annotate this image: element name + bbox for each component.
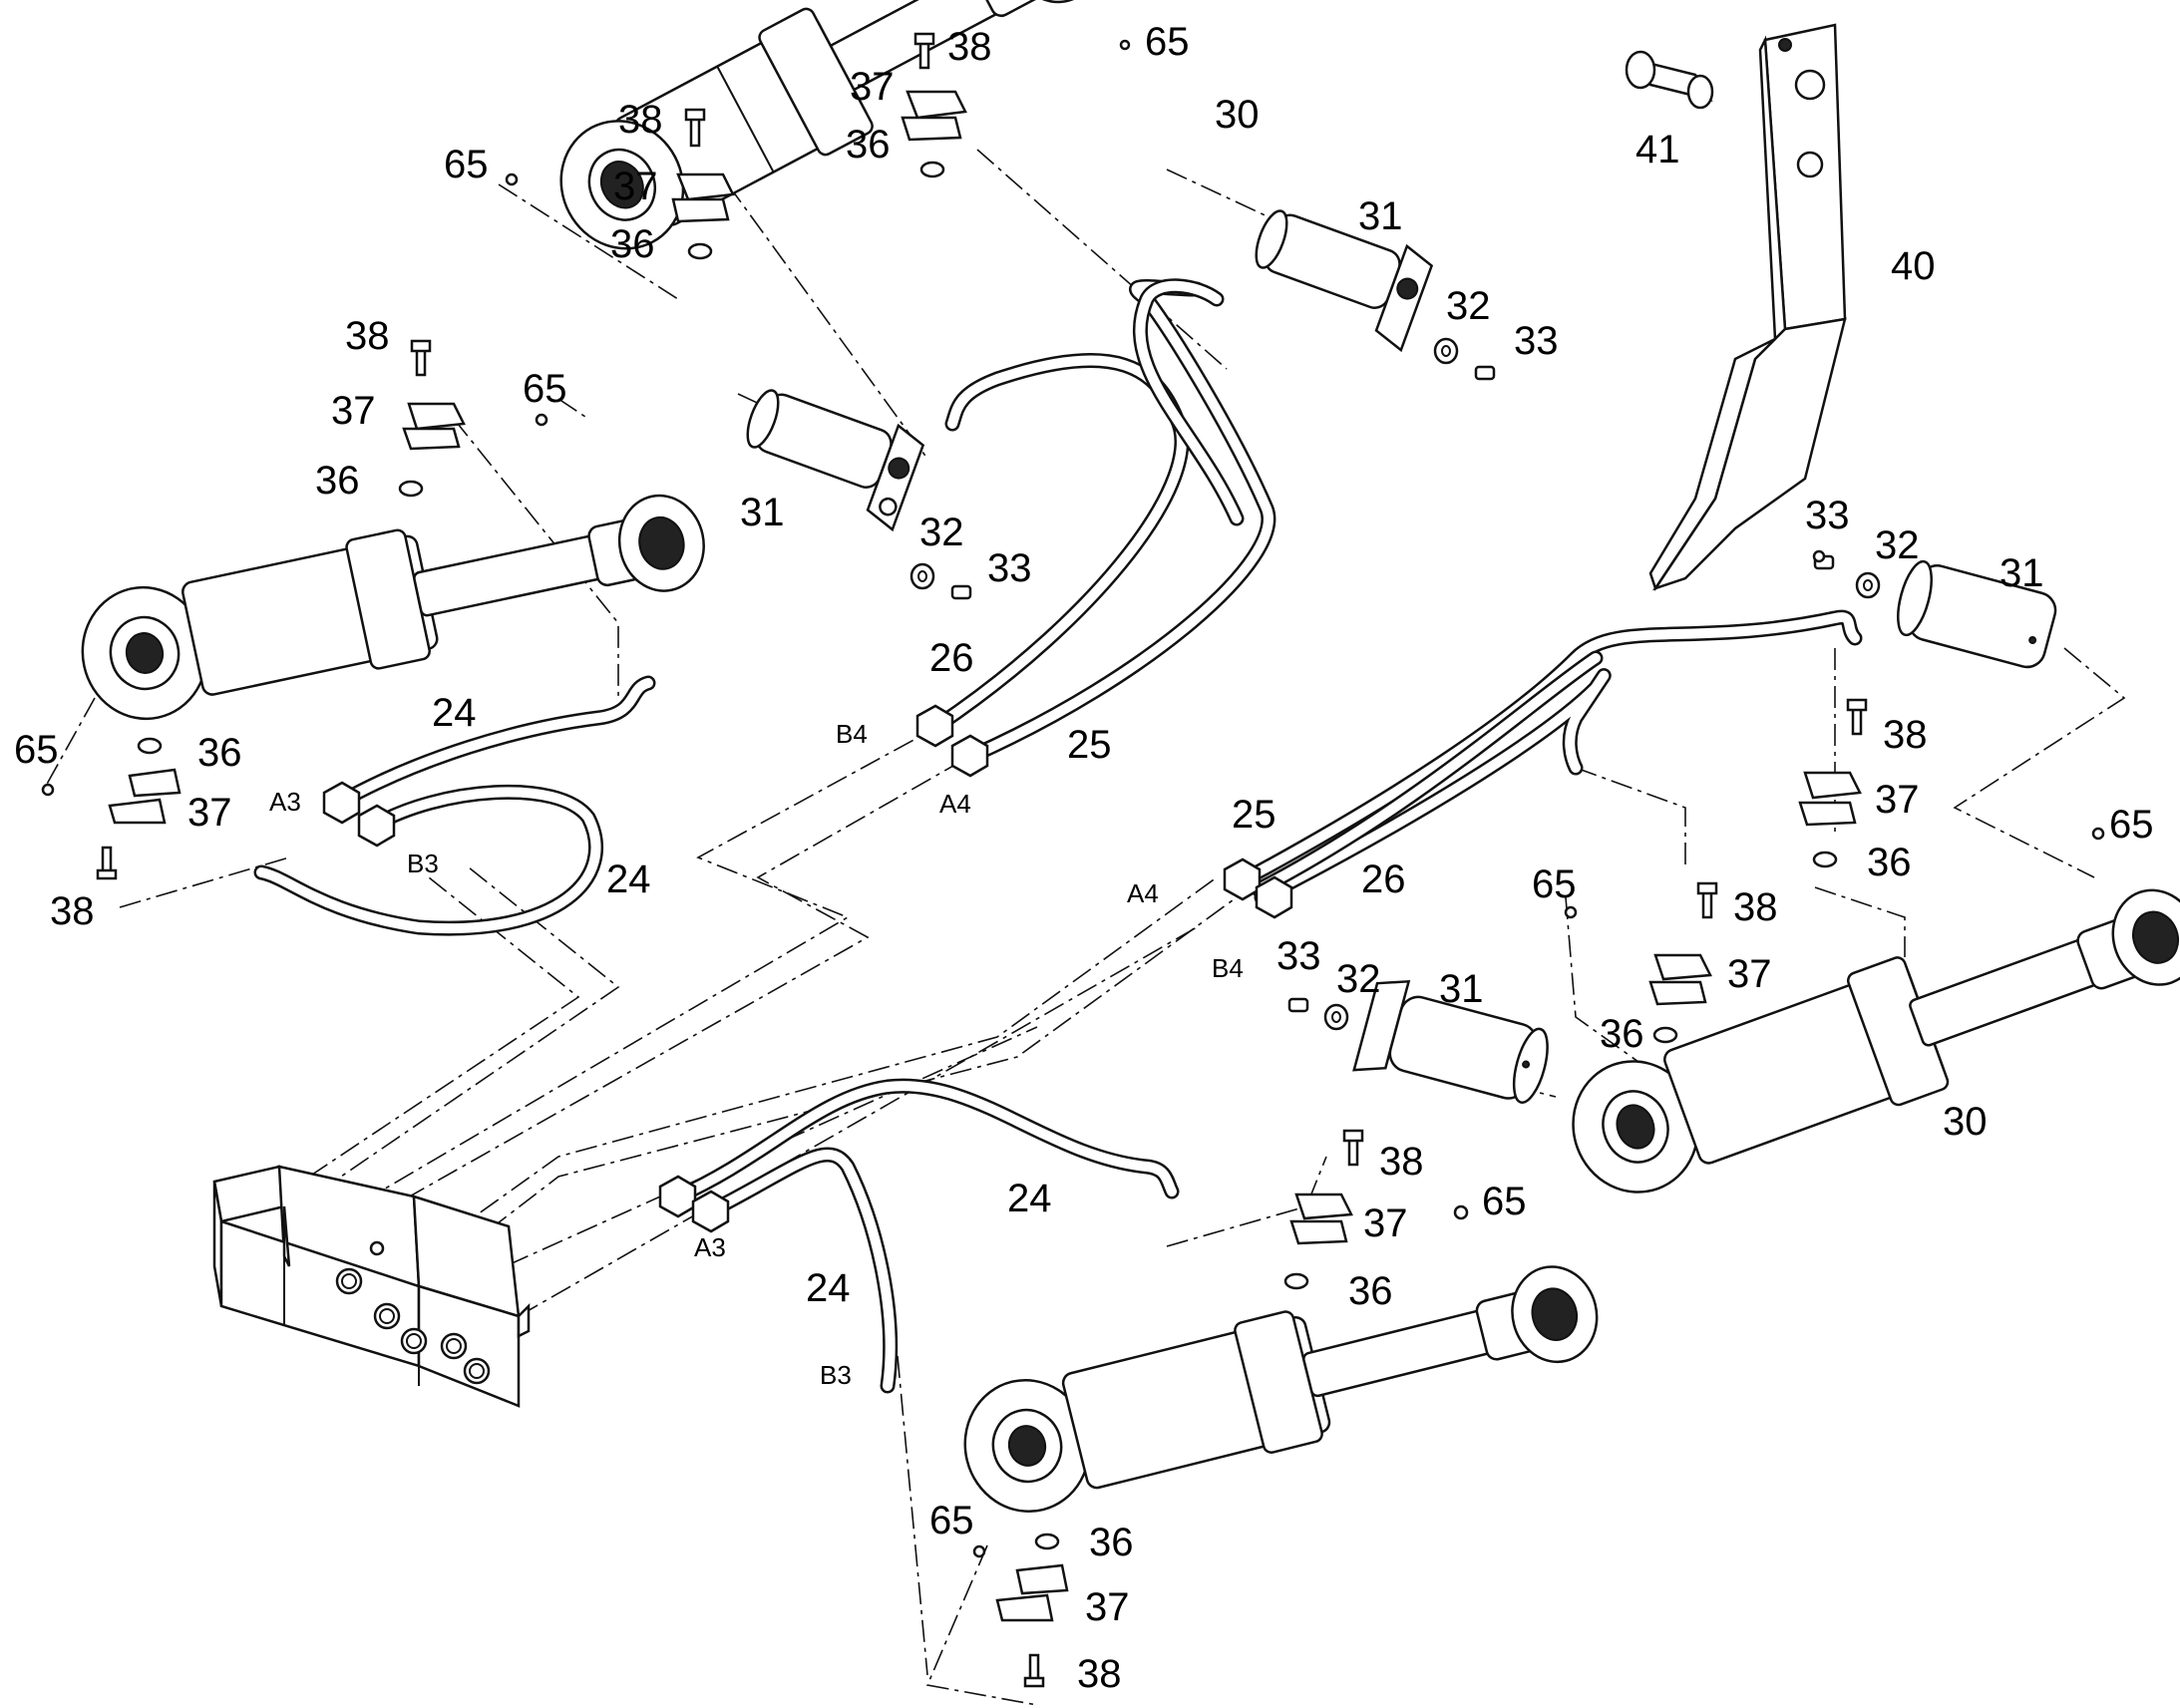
callout: 38 — [345, 314, 390, 358]
callout: 36 — [315, 459, 360, 503]
callout: 37 — [1363, 1201, 1408, 1245]
callout: 65 — [929, 1499, 974, 1542]
callout: 26 — [1361, 857, 1406, 901]
callout: 36 — [1867, 841, 1912, 884]
clamp-hardware — [41, 32, 2105, 1688]
callout: 26 — [929, 636, 974, 680]
callout: 38 — [1379, 1140, 1424, 1184]
callout: 37 — [331, 389, 376, 433]
callout: 31 — [740, 491, 785, 534]
callout: 37 — [850, 65, 895, 109]
callout: 32 — [1446, 284, 1491, 328]
control-valve-manifold — [212, 1165, 531, 1408]
callout: 37 — [1727, 952, 1772, 996]
callout: 65 — [1145, 20, 1190, 64]
callout: 37 — [1085, 1585, 1130, 1629]
callout: 36 — [610, 222, 655, 266]
callout: 38 — [50, 889, 95, 933]
callout: 38 — [1077, 1652, 1122, 1696]
pin-31-top-left — [746, 389, 925, 532]
port-label-b4: B4 — [1212, 953, 1244, 983]
callout: 31 — [1999, 551, 2044, 595]
callout: 36 — [1089, 1521, 1134, 1564]
callout: 36 — [197, 731, 242, 775]
callout: 24 — [806, 1266, 851, 1310]
ripper-shank-40 — [1648, 23, 1847, 591]
callout: 32 — [1875, 523, 1920, 567]
callout: 41 — [1635, 128, 1680, 171]
callout-labels: 38 37 36 65 30 38 65 37 36 31 32 33 41 4… — [14, 20, 2154, 1696]
callout: 38 — [1883, 713, 1928, 757]
callout: 36 — [1600, 1012, 1644, 1056]
callout: 30 — [1215, 93, 1260, 137]
callout: 36 — [846, 123, 891, 167]
pin-41 — [1625, 50, 1714, 110]
port-label-b4: B4 — [836, 719, 868, 749]
port-label-b3: B3 — [820, 1360, 852, 1390]
callout: 38 — [618, 98, 663, 142]
callout: 33 — [1805, 494, 1850, 537]
callout: 65 — [1532, 862, 1577, 906]
callout: 24 — [606, 857, 651, 901]
port-label-b3: B3 — [407, 849, 439, 878]
callout: 24 — [1007, 1177, 1052, 1220]
callout: 38 — [1733, 885, 1778, 929]
callout: 25 — [1067, 723, 1112, 767]
callout: 36 — [1348, 1269, 1393, 1313]
callout: 33 — [1514, 319, 1559, 363]
callout: 32 — [1336, 957, 1381, 1001]
callout: 65 — [444, 143, 489, 186]
callout: 37 — [613, 165, 658, 208]
callout: 30 — [1943, 1100, 1988, 1144]
callout: 40 — [1891, 244, 1936, 288]
callout: 33 — [1276, 934, 1321, 978]
port-label-a3: A3 — [694, 1232, 726, 1262]
hydraulic-hoses — [253, 278, 1863, 1394]
callout: 65 — [14, 728, 59, 772]
callout: 31 — [1439, 967, 1484, 1011]
callout: 37 — [1875, 778, 1920, 822]
callout: 33 — [987, 546, 1032, 590]
port-labels: B4 A4 A3 B3 A4 B4 A3 B3 — [269, 719, 1244, 1390]
callout: 37 — [187, 791, 232, 835]
pin-31-right — [1897, 559, 2057, 669]
callout: 32 — [919, 511, 964, 554]
port-label-a4: A4 — [939, 789, 971, 819]
port-label-a3: A3 — [269, 787, 301, 817]
callout: 65 — [1482, 1180, 1527, 1223]
callout: 65 — [2109, 803, 2154, 847]
callout: 25 — [1232, 793, 1276, 837]
pin-31-middle — [1352, 979, 1549, 1104]
port-label-a4: A4 — [1127, 878, 1159, 908]
hydraulic-cylinder-right — [1572, 888, 2180, 1194]
callout: 65 — [523, 367, 567, 411]
callout: 31 — [1358, 194, 1403, 238]
hydraulic-cylinder-bottom — [963, 1265, 1599, 1514]
hydraulic-cylinder-left — [81, 494, 705, 721]
hydraulic-cylinder-top — [559, 0, 1099, 250]
pin-31-top-right — [1255, 209, 1434, 353]
callout: 38 — [947, 25, 992, 69]
washers-and-bolts — [909, 337, 1881, 1031]
callout: 24 — [432, 691, 477, 735]
